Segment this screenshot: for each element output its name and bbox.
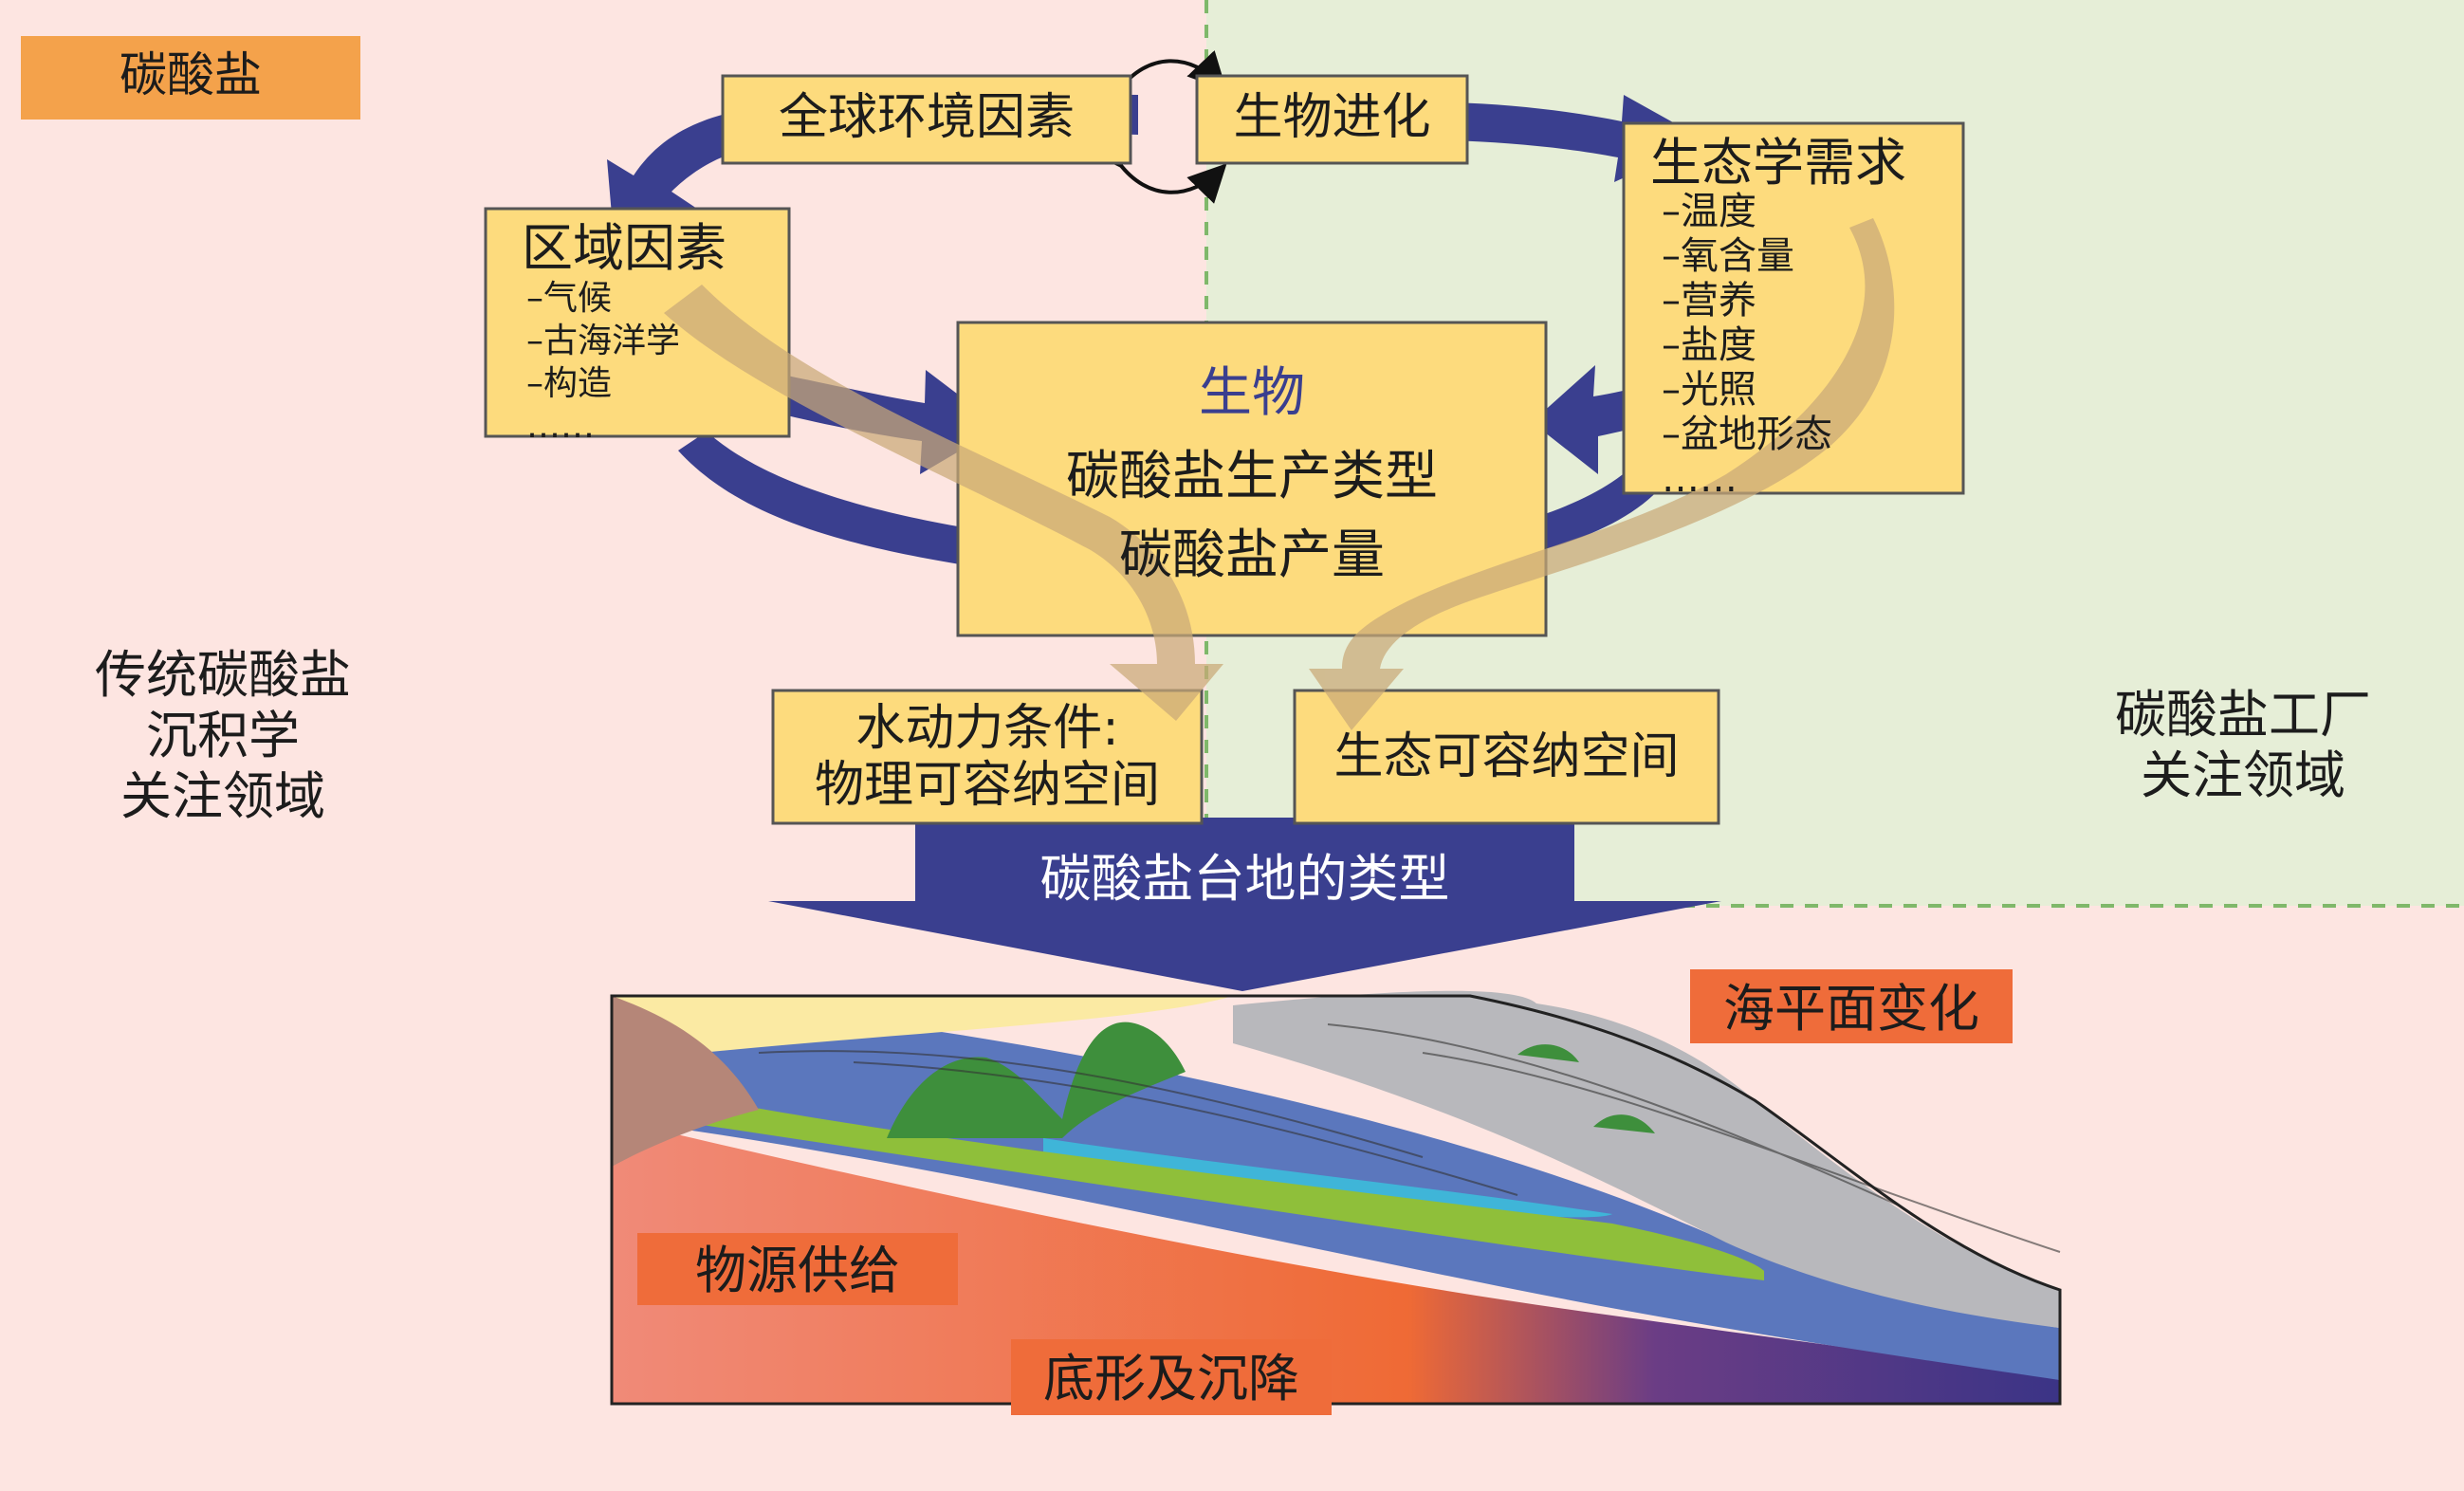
eco-space-label: 生态可容纳空间: [1333, 728, 1680, 785]
subsidence-tag: 底形及沉降: [1043, 1349, 1299, 1408]
hydro-line1: 水动力条件:: [855, 700, 1119, 757]
left-domain-label: 传统碳酸盐 沉积学 关注领域: [38, 645, 408, 827]
left-domain-line: 沉积学: [146, 706, 300, 765]
eco-needs-items: –温度 –氧含量 –营养 –盐度 –光照 –盆地形态 ……: [1662, 190, 1832, 502]
eco-need-item: –氧含量: [1662, 234, 1794, 278]
strata-cyan: [1043, 1138, 1612, 1218]
reef-mound-right: [1517, 1044, 1579, 1062]
regional-title: 区域因素: [522, 218, 726, 278]
eco-needs-title: 生态学需求: [1650, 133, 1906, 193]
organism-title: 生物: [1199, 362, 1305, 424]
global-env-label: 全球环境因素: [778, 89, 1075, 146]
regional-items: –气候 –古海洋学 –构造 ……: [526, 277, 680, 448]
eco-need-item: –盐度: [1662, 323, 1756, 367]
box-organism: [956, 321, 1548, 637]
regional-item: –古海洋学: [526, 322, 681, 360]
right-domain-label: 碳酸盐工厂 关注领域: [2068, 685, 2418, 806]
strata-gray: [1233, 990, 2060, 1328]
regional-item: –气候: [526, 279, 613, 318]
platform-down-arrow: [768, 818, 1721, 991]
organism-line2: 碳酸盐产量: [1119, 525, 1385, 586]
overlay-arrows: [664, 218, 1895, 730]
domain-divider: [1204, 0, 2464, 908]
geologic-cross-section: [610, 990, 2062, 1406]
eco-need-item: –营养: [1662, 279, 1756, 322]
eco-need-item: –盆地形态: [1662, 413, 1832, 456]
carbonate-tag-label: 碳酸盐: [120, 47, 262, 102]
box-bio-evolution: [1195, 74, 1469, 165]
strata-base: [612, 1119, 2060, 1404]
platform-type-label: 碳酸盐台地的类型: [1039, 849, 1450, 909]
eco-need-item: ……: [1662, 457, 1738, 501]
supply-tag: 物源供给: [695, 1241, 900, 1300]
box-hydro: [771, 689, 1204, 825]
eco-need-item: –光照: [1662, 368, 1756, 412]
bedding-lines: [758, 1023, 2061, 1253]
tag-layer: [21, 36, 2013, 1415]
tag-supply-bg: [637, 1233, 958, 1305]
bio-evolution-label: 生物进化: [1233, 89, 1431, 146]
section-frame: [610, 994, 2062, 1406]
margin-wedge: [612, 996, 759, 1167]
tag-subsidence-bg: [1011, 1339, 1332, 1415]
right-domain-line: 关注领域: [2141, 746, 2345, 805]
box-global-env: [721, 74, 1132, 165]
reef-mound-slope: [1593, 1114, 1655, 1133]
tag-carbonate-bg: [21, 36, 360, 120]
tag-sea-level-bg: [1690, 969, 2013, 1043]
organism-line1: 碳酸盐生产类型: [1066, 446, 1438, 507]
regional-item: ……: [526, 407, 595, 446]
arrow-regional-lower-sweep: [678, 432, 960, 564]
hydro-line2: 物理可容纳空间: [814, 757, 1160, 814]
left-domain-line: 关注领域: [120, 766, 325, 826]
sea-level-tag: 海平面变化: [1723, 979, 1979, 1039]
overlay-right: [1309, 218, 1895, 730]
overlay-left: [664, 285, 1223, 721]
right-domain-line: 碳酸盐工厂: [2115, 685, 2371, 745]
water-body: [612, 996, 1233, 1062]
box-layer: [484, 74, 1965, 825]
eco-need-item: –温度: [1662, 190, 1756, 233]
reef-mound-large: [887, 1022, 1186, 1138]
left-domain-line: 传统碳酸盐: [95, 645, 351, 705]
regional-item: –构造: [526, 364, 613, 403]
